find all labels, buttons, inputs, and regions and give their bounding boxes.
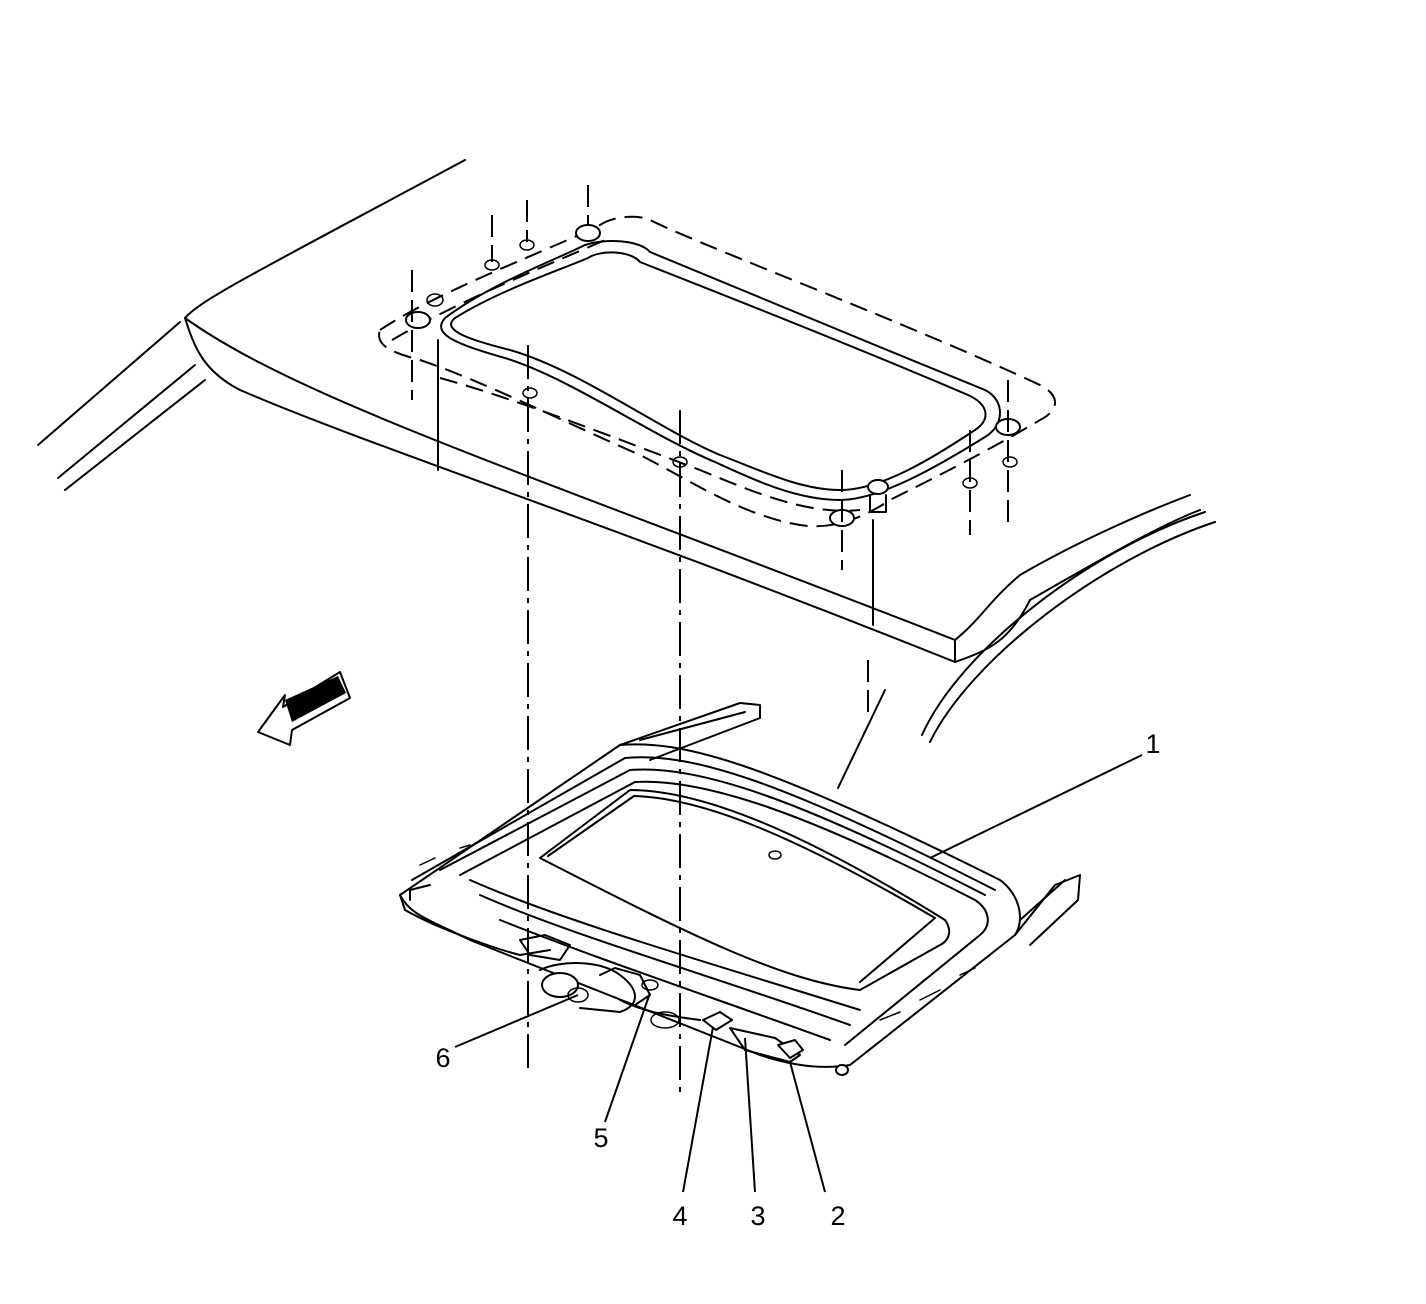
leader-4 bbox=[682, 1026, 714, 1193]
sunroof-module bbox=[399, 702, 1081, 1076]
leader-2 bbox=[789, 1061, 826, 1193]
leader-5 bbox=[604, 992, 651, 1123]
callout-3: 3 bbox=[750, 1201, 765, 1231]
roof-panel bbox=[37, 159, 1216, 789]
front-arrow-icon bbox=[257, 671, 351, 746]
callout-5: 5 bbox=[593, 1123, 608, 1153]
alignment-center-lines bbox=[527, 345, 681, 1095]
roof-opening bbox=[378, 185, 1056, 626]
callout-4: 4 bbox=[672, 1201, 687, 1231]
callout-labels: 1 2 3 4 5 6 bbox=[435, 729, 1160, 1231]
callout-6: 6 bbox=[435, 1043, 450, 1073]
leader-1 bbox=[929, 754, 1143, 859]
leader-6 bbox=[454, 994, 579, 1048]
callout-2: 2 bbox=[830, 1201, 845, 1231]
leader-lines bbox=[454, 754, 1143, 1193]
callout-1: 1 bbox=[1145, 729, 1160, 759]
leader-3 bbox=[744, 1037, 756, 1193]
